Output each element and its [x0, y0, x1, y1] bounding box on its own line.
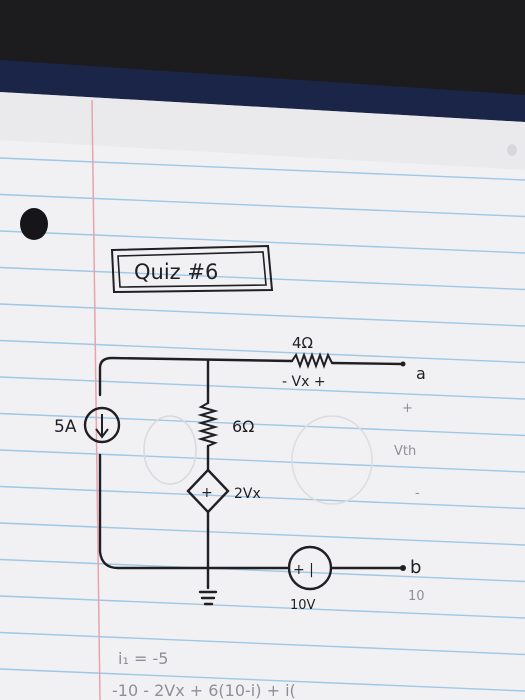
label-2vx: 2Vx	[234, 486, 261, 502]
label-side-value: 10	[408, 589, 425, 604]
label-vth-minus: -	[415, 486, 420, 501]
label-vth-plus: +	[402, 401, 413, 416]
voltage-source-symbol: + |	[293, 562, 314, 578]
terminal-b-dot	[400, 565, 406, 571]
ruled-line	[0, 376, 525, 400]
ruled-line	[0, 631, 525, 656]
binder-hole	[20, 208, 48, 240]
terminal-a-dot	[400, 361, 406, 367]
dependent-polarity: +	[201, 485, 213, 501]
ruled-line	[0, 230, 525, 254]
ruled-line	[0, 193, 525, 218]
eraser-smudge	[143, 415, 197, 485]
ruled-line	[0, 522, 525, 546]
label-terminal-a: a	[416, 364, 426, 383]
paper-sheet	[0, 92, 525, 700]
resistor-4ohm	[291, 352, 333, 369]
label-10v: 10V	[290, 598, 316, 613]
dependent-source: +	[186, 468, 230, 514]
ruled-line	[0, 157, 525, 181]
ruled-line	[0, 558, 525, 583]
ruled-line	[0, 485, 525, 510]
ruled-line	[0, 668, 525, 692]
label-terminal-b: b	[410, 557, 421, 578]
ruled-line	[0, 303, 525, 327]
margin-line	[91, 99, 101, 700]
arrow-down-icon	[95, 414, 109, 439]
ruled-line	[0, 449, 525, 473]
ruled-line	[0, 595, 525, 619]
title-box: Quiz #6	[110, 244, 274, 294]
circuit-wiring	[98, 356, 404, 606]
current-source	[83, 406, 121, 444]
label-vth: Vth	[394, 444, 416, 459]
eraser-smudge	[291, 415, 373, 505]
label-6ohm: 6Ω	[232, 417, 254, 436]
label-4ohm: 4Ω	[292, 334, 313, 352]
label-vx: - Vx +	[282, 374, 326, 390]
paper-shadow	[0, 92, 525, 170]
ruled-line	[0, 266, 525, 291]
ruled-line	[0, 339, 525, 364]
resistor-6ohm	[197, 402, 219, 447]
work-line-2: -10 - 2Vx + 6(10-i) + i(	[112, 681, 296, 700]
quiz-title: Quiz #6	[134, 260, 218, 284]
label-5a: 5A	[54, 417, 77, 437]
binder-hole	[507, 144, 517, 156]
voltage-source: + |	[287, 545, 333, 591]
work-line-1: i₁ = -5	[118, 649, 168, 668]
